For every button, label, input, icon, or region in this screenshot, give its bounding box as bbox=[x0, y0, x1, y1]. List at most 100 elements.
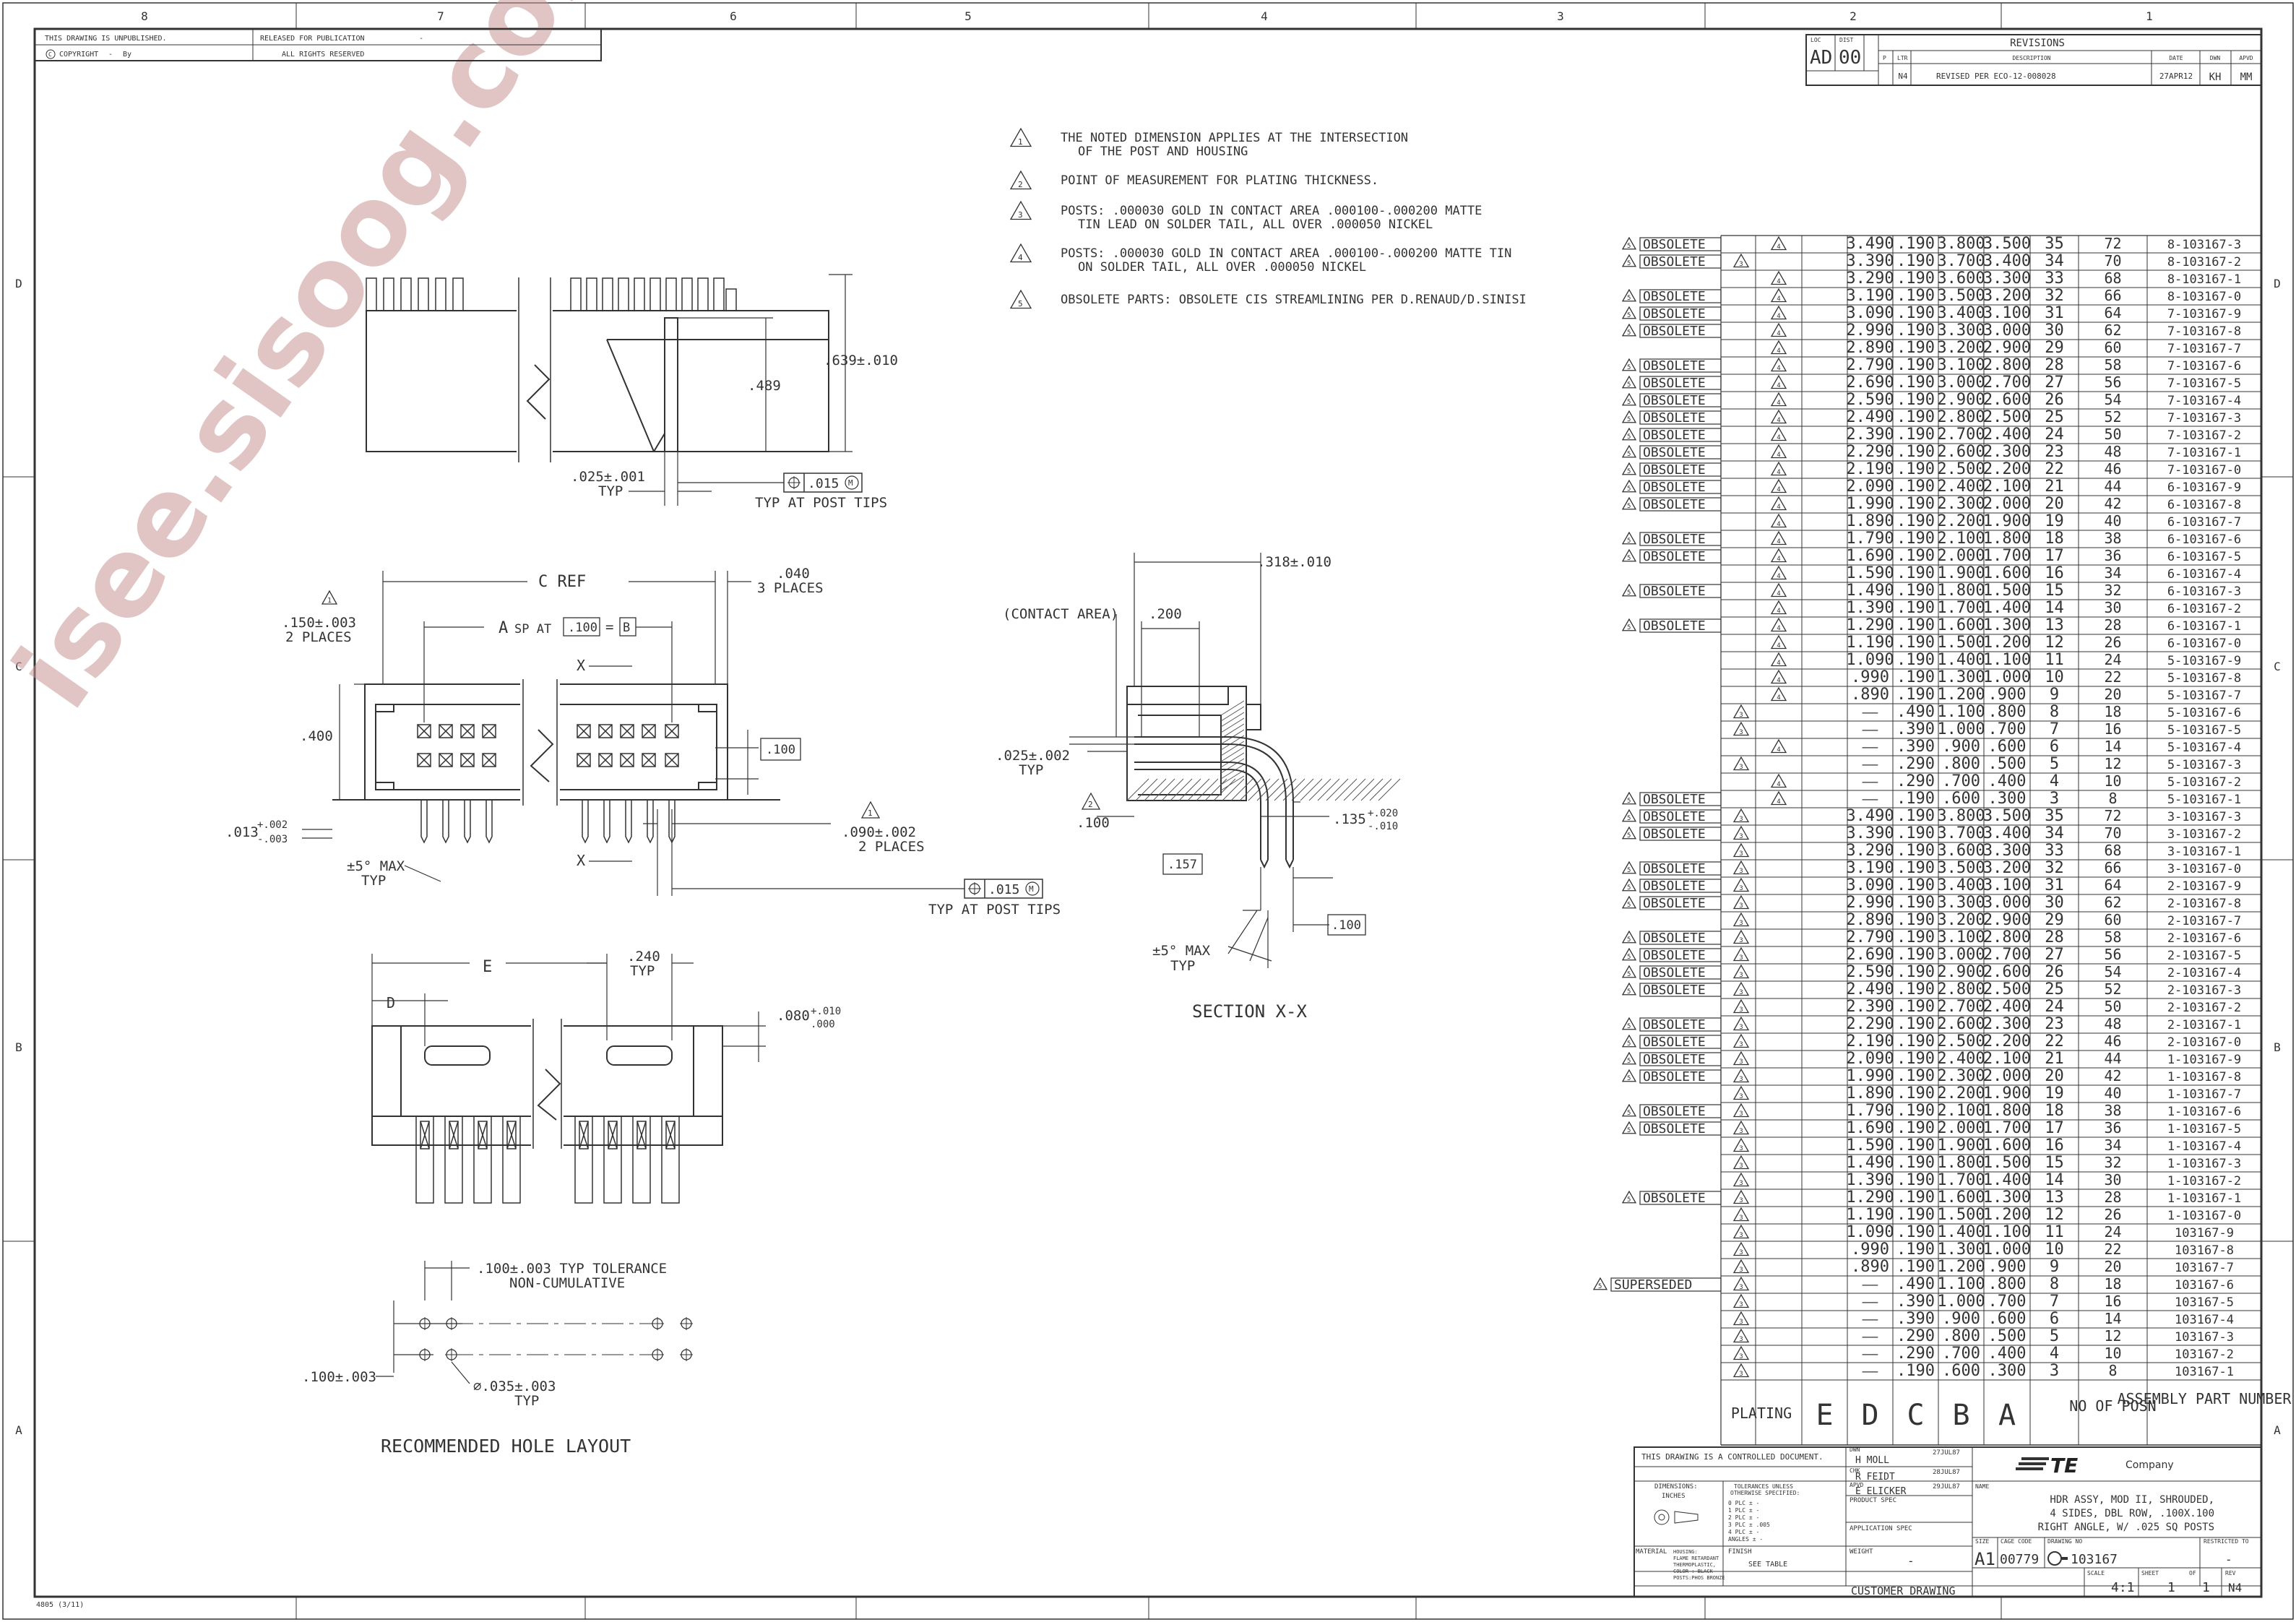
note-flag-icon bbox=[1621, 444, 1637, 458]
part-number: 8-103167-3 bbox=[2167, 238, 2241, 252]
status-box bbox=[1639, 532, 1722, 546]
part-number: 5-103167-6 bbox=[2167, 706, 2241, 720]
note-flag-icon bbox=[1621, 1103, 1637, 1117]
table-cell: 1.400 bbox=[1937, 651, 1985, 669]
table-cell: .390 bbox=[1896, 1310, 1935, 1328]
posn-cell: 66 bbox=[2104, 859, 2121, 876]
status-text: OBSOLETE bbox=[1643, 549, 1706, 564]
status-text: SUPERSEDED bbox=[1614, 1277, 1692, 1293]
status-box bbox=[1639, 792, 1722, 806]
table-cell: 21 bbox=[2045, 1050, 2064, 1068]
posn-cell: 70 bbox=[2104, 252, 2121, 269]
part-number: 6-103167-8 bbox=[2167, 498, 2241, 512]
part-number: 8-103167-0 bbox=[2167, 290, 2241, 304]
table-cell: .190 bbox=[1896, 790, 1935, 808]
part-number: 103167-2 bbox=[2175, 1347, 2234, 1362]
note-flag-icon bbox=[1621, 288, 1637, 302]
table-cell: 2.790 bbox=[1846, 356, 1894, 374]
plating-ref: 4 bbox=[1777, 590, 1780, 598]
table-cell: .800 bbox=[1942, 755, 1980, 773]
part-number: 6-103167-1 bbox=[2167, 619, 2241, 634]
table-cell: 2.900 bbox=[1937, 391, 1985, 409]
table-cell: .190 bbox=[1896, 1015, 1935, 1033]
table-cell: .400 bbox=[1988, 1345, 2027, 1363]
table-cell: 7 bbox=[2050, 1293, 2059, 1311]
table-cell: 3.800 bbox=[1937, 807, 1985, 825]
dim-d: D bbox=[387, 994, 395, 1011]
part-number: 6-103167-4 bbox=[2167, 567, 2241, 582]
posn-cell: 44 bbox=[2104, 1050, 2121, 1067]
plating-ref: 3 bbox=[1739, 764, 1743, 771]
table-cell: 1.290 bbox=[1846, 1189, 1894, 1207]
svg-text:5: 5 bbox=[1627, 867, 1631, 874]
table-cell: 2.300 bbox=[1983, 1015, 2031, 1033]
table-cell: 1.990 bbox=[1846, 1067, 1894, 1085]
plating-ref: 4 bbox=[1777, 677, 1780, 684]
note-flag-icon bbox=[1732, 808, 1750, 823]
table-cell: 1.190 bbox=[1846, 1206, 1894, 1224]
note-flag-icon bbox=[1592, 1277, 1608, 1290]
table-cell: 3.290 bbox=[1846, 842, 1894, 860]
note-flag-icon bbox=[1732, 1103, 1750, 1118]
table-header: D bbox=[1861, 1399, 1878, 1432]
table-cell: 3.390 bbox=[1846, 824, 1894, 842]
table-cell: 28 bbox=[2045, 928, 2064, 946]
part-number: 2-103167-9 bbox=[2167, 879, 2241, 894]
table-cell: 16 bbox=[2045, 564, 2064, 582]
table-cell: 2.390 bbox=[1846, 426, 1894, 444]
table-cell: 3.400 bbox=[1983, 824, 2031, 842]
status-text: OBSOLETE bbox=[1643, 618, 1706, 634]
posn-cell: 62 bbox=[2104, 322, 2121, 339]
note-flag-icon bbox=[1621, 1121, 1637, 1134]
zone-label: 1 bbox=[2146, 9, 2153, 23]
table-cell: .600 bbox=[1942, 1362, 1980, 1380]
dim-157: .157 bbox=[1168, 858, 1197, 872]
material-label: MATERIAL bbox=[1636, 1548, 1667, 1556]
part-number: 5-103167-2 bbox=[2167, 775, 2241, 790]
rev-label: REV bbox=[2225, 1570, 2236, 1576]
table-cell: 3.490 bbox=[1846, 807, 1894, 825]
status-box bbox=[1639, 254, 1722, 269]
posn-cell: 72 bbox=[2104, 235, 2121, 252]
status-text: OBSOLETE bbox=[1643, 1052, 1706, 1067]
table-cell: .190 bbox=[1896, 1136, 1935, 1155]
plating-ref: 3 bbox=[1739, 1267, 1743, 1274]
table-cell: 2.100 bbox=[1937, 1102, 1985, 1120]
note-flag-icon bbox=[1621, 548, 1637, 562]
posn-cell: 48 bbox=[2104, 443, 2121, 460]
table-cell: 3.390 bbox=[1846, 252, 1894, 270]
note-flag-icon bbox=[1621, 1017, 1637, 1030]
table-cell: 5 bbox=[2050, 755, 2059, 773]
table-cell: 1.200 bbox=[1983, 634, 2031, 652]
customer-drawing: CUSTOMER DRAWING bbox=[1851, 1584, 1956, 1597]
dim-2places: 2 PLACES bbox=[285, 629, 352, 645]
part-number: 103167-3 bbox=[2175, 1330, 2234, 1345]
rev-desc: REVISED PER ECO-12-008028 bbox=[1936, 72, 2056, 81]
note-flag-icon bbox=[1732, 964, 1750, 979]
table-cell: 3.090 bbox=[1846, 304, 1894, 322]
part-number: 7-103167-1 bbox=[2167, 446, 2241, 460]
scale-value: 4:1 bbox=[2111, 1580, 2135, 1595]
table-cell: 1.800 bbox=[1937, 582, 1985, 600]
note-line: POSTS: .000030 GOLD IN CONTACT AREA .000… bbox=[1061, 246, 1511, 261]
status-box bbox=[1610, 1277, 1722, 1292]
weight-value: - bbox=[1907, 1554, 1915, 1568]
plating-ref: 3 bbox=[1739, 1128, 1743, 1135]
plating-ref: 3 bbox=[1739, 816, 1743, 823]
table-cell: 1.390 bbox=[1846, 1171, 1894, 1189]
table-cell: 15 bbox=[2045, 582, 2064, 600]
part-number: 2-103167-1 bbox=[2167, 1018, 2241, 1032]
restricted-value: - bbox=[2225, 1553, 2232, 1566]
plating-ref: 3 bbox=[1739, 1232, 1743, 1239]
dist-value: 00 bbox=[1839, 47, 1861, 69]
table-cell: 11 bbox=[2045, 651, 2064, 669]
plating-ref: 3 bbox=[1739, 885, 1743, 892]
table-cell: 22 bbox=[2045, 460, 2064, 478]
dim-013-tol1: +.002 bbox=[257, 819, 288, 831]
table-cell: 1.300 bbox=[1983, 616, 2031, 634]
table-cell: 3.700 bbox=[1937, 824, 1985, 842]
note-flag-icon bbox=[1770, 617, 1787, 632]
dim-080: .080 bbox=[777, 1008, 810, 1024]
svg-text:5: 5 bbox=[1627, 884, 1631, 892]
svg-text:5: 5 bbox=[1627, 381, 1631, 389]
